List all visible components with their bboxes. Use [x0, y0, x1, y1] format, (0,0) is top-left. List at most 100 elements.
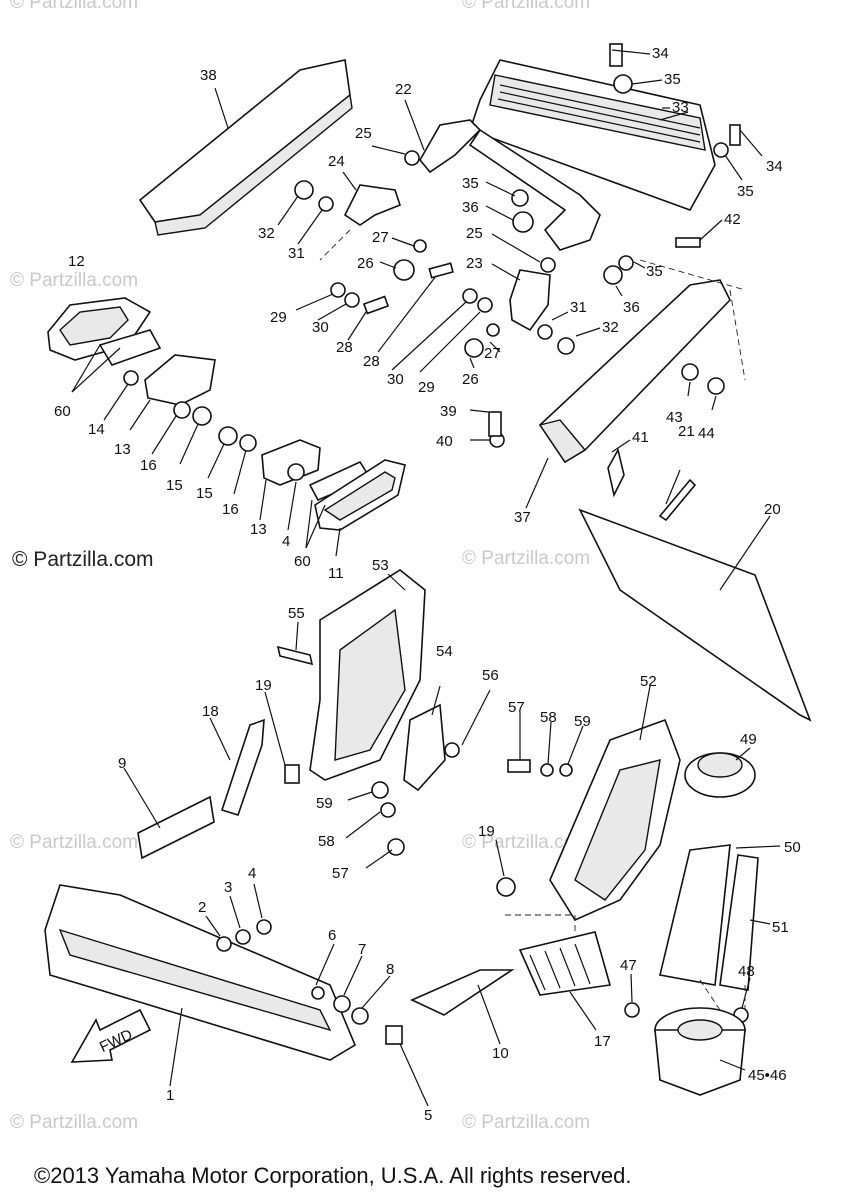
- callout-59: 59: [316, 795, 333, 812]
- callout-15: 15: [196, 485, 213, 502]
- callout-58: 58: [318, 833, 335, 850]
- callout-38: 38: [200, 67, 217, 84]
- part-52-cover[interactable]: [549, 718, 681, 922]
- callout-32: 32: [602, 319, 619, 336]
- callout-31: 31: [288, 245, 305, 262]
- callout-34: 34: [766, 158, 783, 175]
- callout-60: 60: [294, 553, 311, 570]
- callout-52: 52: [640, 673, 657, 690]
- callout-33: 33: [672, 99, 689, 116]
- callout-11: 11: [328, 565, 344, 582]
- callout-13: 13: [250, 521, 267, 538]
- part-51-label[interactable]: [719, 854, 759, 991]
- part-18-reflector[interactable]: [220, 718, 265, 816]
- callout-1: 1: [166, 1087, 174, 1104]
- part-22-arm[interactable]: [419, 119, 601, 251]
- watermark-main: © Partzilla.com: [12, 548, 154, 571]
- part-11-light[interactable]: [314, 459, 406, 531]
- callout-44: 44: [698, 425, 715, 442]
- watermark: © Partzilla.com: [10, 270, 139, 291]
- callout-45-46: 45•46: [748, 1067, 787, 1084]
- bumper-fasteners[interactable]: [216, 742, 749, 1045]
- part-49-cap[interactable]: [684, 752, 756, 798]
- hardware-fasteners[interactable]: [294, 43, 741, 448]
- callout-32: 32: [258, 225, 275, 242]
- callout-37: 37: [514, 509, 531, 526]
- part-33-top-tray[interactable]: [468, 59, 716, 211]
- callout-47: 47: [620, 957, 637, 974]
- part-20-panel[interactable]: [578, 508, 812, 722]
- callout-8: 8: [386, 961, 394, 978]
- callout-53: 53: [372, 557, 389, 574]
- part-9-plate[interactable]: [137, 795, 215, 860]
- callout-14: 14: [88, 421, 105, 438]
- part-21-bolt[interactable]: [658, 478, 697, 522]
- part-45-46-intake[interactable]: [654, 1007, 746, 1096]
- callout-4: 4: [248, 865, 256, 882]
- callout-54: 54: [436, 643, 453, 660]
- callout-5: 5: [424, 1107, 432, 1124]
- part-17-grille[interactable]: [518, 931, 612, 996]
- watermark: © Partzilla.com: [10, 1112, 139, 1133]
- part-10-plate[interactable]: [410, 969, 515, 1016]
- part-24-bracket[interactable]: [343, 184, 401, 226]
- callout-18: 18: [202, 703, 219, 720]
- part-50-grip[interactable]: [659, 844, 731, 986]
- watermark: © Partzilla.com: [462, 832, 591, 853]
- watermark: © Partzilla.com: [462, 0, 591, 13]
- leader-lines: [71, 49, 781, 1107]
- callout-35: 35: [646, 263, 663, 280]
- callout-42: 42: [724, 211, 741, 228]
- callout-48: 48: [738, 963, 755, 980]
- callout-49: 49: [740, 731, 757, 748]
- copyright-notice: ©2013 Yamaha Motor Corporation, U.S.A. A…: [34, 1163, 632, 1188]
- callout-2: 2: [198, 899, 206, 916]
- callout-34: 34: [652, 45, 669, 62]
- callout-60: 60: [54, 403, 71, 420]
- callout-59: 59: [574, 713, 591, 730]
- callout-17: 17: [594, 1033, 611, 1050]
- part-1-bumper[interactable]: [44, 884, 357, 1061]
- callout-56: 56: [482, 667, 499, 684]
- part-37-rail[interactable]: [538, 259, 746, 464]
- callout-6: 6: [328, 927, 336, 944]
- watermark: © Partzilla.com: [462, 1112, 591, 1133]
- callout-24: 24: [328, 153, 345, 170]
- watermark: © Partzilla.com: [10, 0, 139, 13]
- callout-15: 15: [166, 477, 183, 494]
- part-54-bracket[interactable]: [403, 703, 446, 792]
- part-23-bracket[interactable]: [509, 269, 551, 332]
- callout-57: 57: [508, 699, 525, 716]
- callout-22: 22: [395, 81, 412, 98]
- part-55-bolt[interactable]: [276, 645, 314, 666]
- callout-40: 40: [436, 433, 453, 450]
- callout-23: 23: [466, 255, 483, 272]
- light-hardware[interactable]: [123, 370, 305, 481]
- callout-19: 19: [478, 823, 495, 840]
- callout-29: 29: [418, 379, 435, 396]
- callout-28: 28: [363, 353, 380, 370]
- part-38-rail[interactable]: [138, 59, 353, 236]
- callout-4: 4: [282, 533, 290, 550]
- callout-51: 51: [772, 919, 789, 936]
- callout-16: 16: [222, 501, 239, 518]
- part-41-clip[interactable]: [607, 447, 625, 498]
- callout-29: 29: [270, 309, 287, 326]
- part-53-cover[interactable]: [309, 569, 426, 781]
- callout-26: 26: [357, 255, 374, 272]
- exploded-view-drawing: FWD: [44, 43, 812, 1124]
- callout-13: 13: [114, 441, 131, 458]
- watermark: © Partzilla.com: [462, 548, 591, 569]
- part-13-housing[interactable]: [144, 354, 321, 486]
- callout-31: 31: [570, 299, 587, 316]
- callout-36: 36: [462, 199, 479, 216]
- callout-30: 30: [387, 371, 404, 388]
- callouts: 38 22 34 35 33 34 35 25 24 35 36 32 31 2…: [54, 45, 801, 1124]
- callout-36: 36: [623, 299, 640, 316]
- callout-27: 27: [484, 345, 501, 362]
- fwd-arrow: FWD: [70, 1008, 152, 1063]
- callout-26: 26: [462, 371, 479, 388]
- part-60-lens[interactable]: [98, 329, 372, 502]
- callout-20: 20: [764, 501, 781, 518]
